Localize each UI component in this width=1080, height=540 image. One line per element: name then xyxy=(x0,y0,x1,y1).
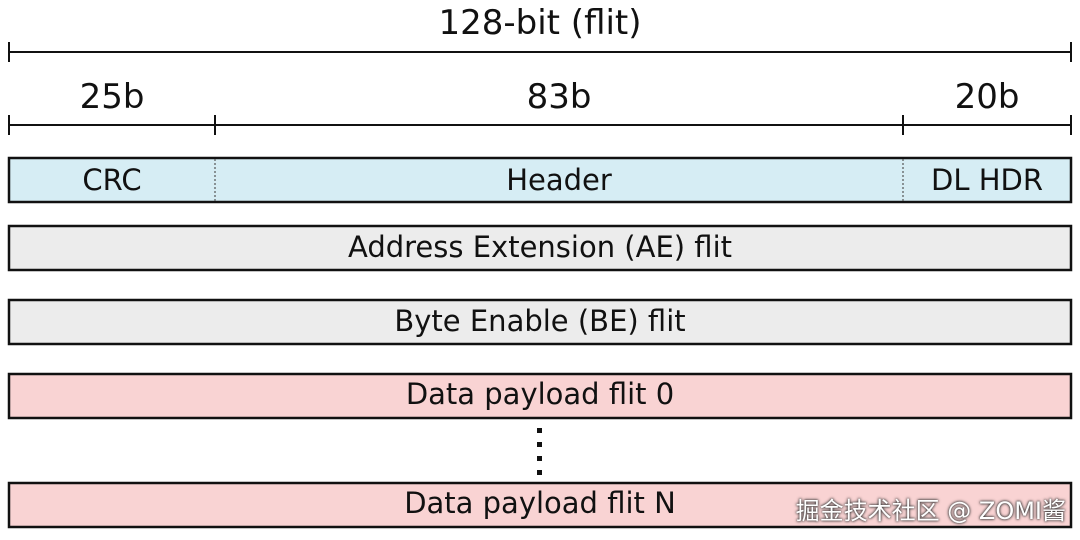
be-flit-box xyxy=(7,298,1073,346)
header-width-label: 83b xyxy=(526,77,592,117)
data-flit-0-box xyxy=(7,372,1073,420)
total-width-label: 128-bit (flit) xyxy=(438,3,642,43)
crc-width-label: 25b xyxy=(79,77,145,117)
header-field-label: Header xyxy=(506,163,612,197)
header-flit-box xyxy=(7,156,1073,204)
ellipsis-dots xyxy=(537,428,542,475)
dlhdr-width-label: 20b xyxy=(954,77,1020,117)
be-flit-label: Byte Enable (BE) flit xyxy=(394,304,686,338)
data-flit-0-label: Data payload flit 0 xyxy=(405,377,675,411)
data-flit-n-label: Data payload flit N xyxy=(404,486,676,520)
ae-flit-box xyxy=(7,224,1073,272)
watermark-text: 掘金技术社区 @ ZOMI酱 xyxy=(795,497,1066,525)
total-width-dimension xyxy=(8,42,1072,62)
dlhdr-field-label: DL HDR xyxy=(931,163,1043,197)
ae-flit-label: Address Extension (AE) flit xyxy=(348,230,732,264)
field-width-dimension xyxy=(8,115,1072,135)
data-flit-n-box xyxy=(7,481,1073,529)
crc-field-label: CRC xyxy=(82,163,142,197)
